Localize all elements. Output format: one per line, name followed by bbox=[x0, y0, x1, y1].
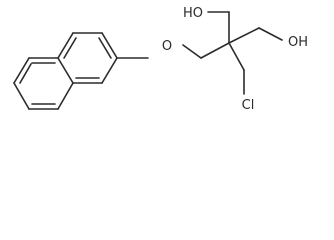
bond bbox=[57, 57, 74, 84]
bond bbox=[19, 63, 32, 84]
naphthalene-rings bbox=[13, 32, 118, 110]
bond bbox=[228, 42, 245, 71]
bond bbox=[200, 42, 230, 59]
chemical-structure-diagram: O HO OH Cl bbox=[13, 6, 308, 113]
bond bbox=[101, 32, 118, 59]
bond bbox=[13, 57, 30, 84]
bond bbox=[13, 82, 30, 110]
bond bbox=[57, 82, 74, 110]
bond bbox=[101, 57, 118, 84]
bond bbox=[63, 37, 77, 59]
chlorine-label: Cl bbox=[242, 98, 255, 113]
side-chain-bonds bbox=[116, 11, 283, 95]
bond bbox=[182, 44, 202, 59]
ether-oxygen-label: O bbox=[162, 39, 172, 54]
bond bbox=[57, 32, 74, 59]
bond bbox=[98, 37, 112, 59]
bond bbox=[258, 27, 283, 41]
hydroxyl-right-label: OH bbox=[288, 35, 308, 50]
hydroxyl-left-label: HO bbox=[183, 6, 203, 21]
bond bbox=[228, 27, 260, 44]
